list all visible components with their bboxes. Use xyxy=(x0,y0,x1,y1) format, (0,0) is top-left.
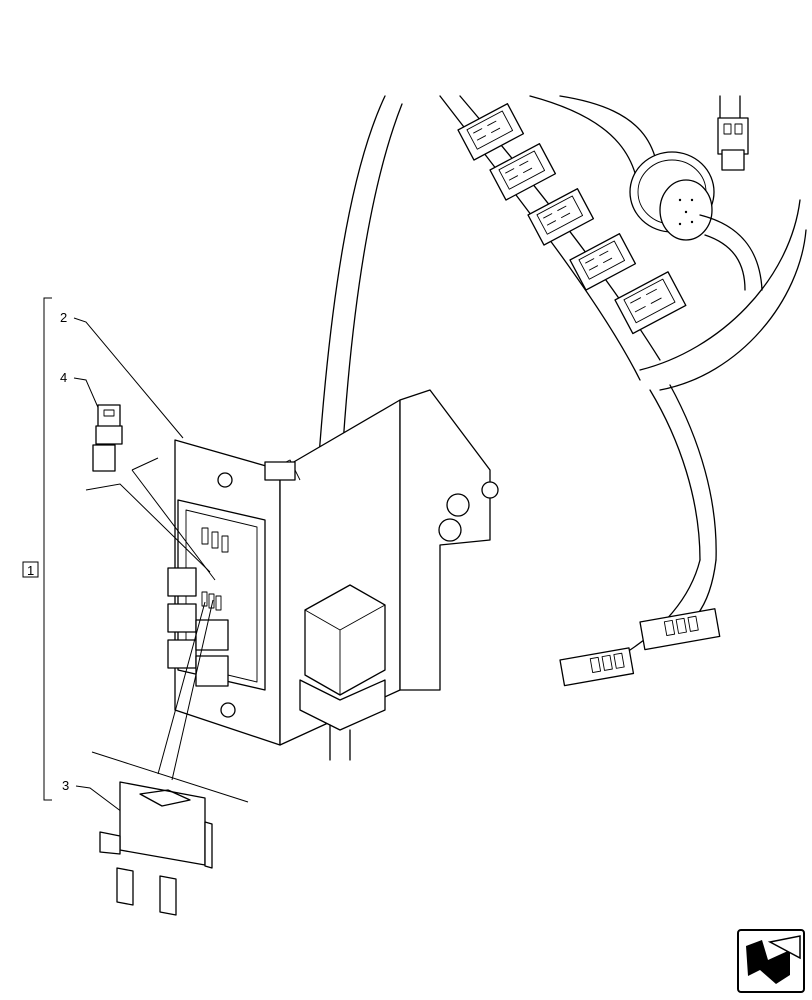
callout-relay-connector: 4 xyxy=(60,370,67,385)
harness-end-connectors xyxy=(559,608,721,687)
block-connectors xyxy=(457,103,687,335)
leader-lines xyxy=(73,317,249,813)
group-bracket xyxy=(22,297,52,801)
callout-fuse: 3 xyxy=(62,778,69,793)
small-connector xyxy=(717,117,749,171)
fuse-slots xyxy=(201,527,229,611)
blade-fuse-part xyxy=(99,781,213,916)
fuse-box xyxy=(167,499,266,691)
round-connector xyxy=(629,151,763,291)
callout-group: 1 xyxy=(27,563,34,578)
relay-connector-part xyxy=(92,404,123,472)
page-turn-arrow-icon[interactable] xyxy=(737,929,805,993)
relay xyxy=(299,584,386,761)
callout-fuse-box: 2 xyxy=(60,310,67,325)
